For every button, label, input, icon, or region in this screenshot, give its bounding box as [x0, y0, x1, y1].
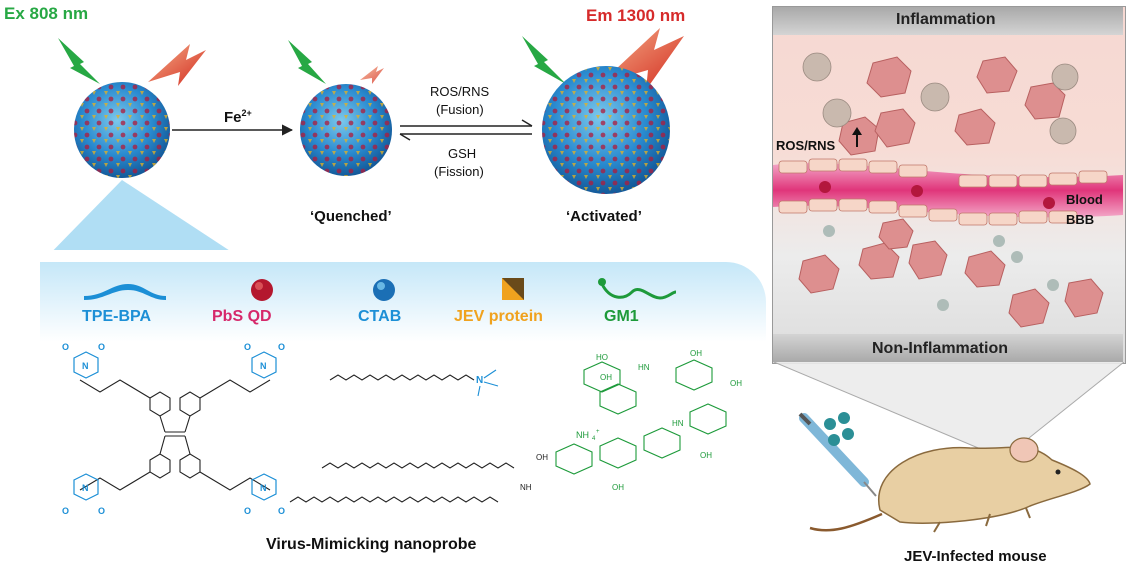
svg-text:HN: HN [672, 419, 684, 428]
ros-label: ROS/RNS [776, 138, 836, 153]
gm1-icon [600, 283, 677, 300]
fe-charge: 2+ [241, 108, 252, 118]
svg-text:HN: HN [638, 363, 650, 372]
svg-text:O: O [98, 506, 105, 516]
svg-text:N: N [260, 483, 267, 493]
blood-label: Blood [1066, 192, 1103, 207]
reverse-line1: GSH [448, 146, 477, 161]
legend-gm1: GM1 [604, 308, 639, 325]
activated-particle [542, 66, 670, 194]
svg-text:OH: OH [690, 349, 702, 358]
legend-icons [84, 278, 677, 301]
ctab-structure [329, 374, 475, 381]
bbb-label: BBB [1066, 212, 1095, 227]
endothelial-cells [778, 158, 1108, 226]
svg-text:O: O [278, 342, 285, 352]
syringe-icon [798, 412, 877, 497]
fe-text: Fe [224, 109, 242, 126]
svg-text:OH: OH [600, 373, 612, 382]
svg-text:OH: OH [612, 483, 624, 492]
component-panel [40, 262, 766, 342]
activated-label: ‘Activated’ [566, 208, 642, 225]
non-inflammation-footer [773, 334, 1123, 362]
svg-text:O: O [244, 506, 251, 516]
svg-text:O: O [62, 506, 69, 516]
mouse-caption: JEV-Infected mouse [904, 548, 1047, 565]
legend-tpe-bpa: TPE-BPA [82, 308, 152, 325]
gm1-structure [321, 462, 515, 469]
svg-text:HO: HO [596, 353, 608, 362]
mouse-icon [809, 437, 1091, 533]
inflammation-header [773, 7, 1123, 35]
svg-text:OH: OH [536, 453, 548, 462]
nanoprobe-dots [824, 412, 854, 446]
svg-text:N: N [82, 483, 89, 493]
nanoprobe-particle [74, 82, 170, 178]
svg-text:OH: OH [700, 451, 712, 460]
excitation-bolt-icon [58, 36, 566, 84]
svg-text:N: N [476, 375, 483, 386]
excitation-label: Ex 808 nm [4, 4, 89, 23]
legend-pbs-qd: PbS QD [212, 308, 272, 325]
quenched-particle [300, 84, 392, 176]
mouse-illustration [798, 412, 1091, 533]
tpe-bpa-structure [79, 379, 271, 491]
legend-jev-protein: JEV protein [454, 308, 543, 325]
emission-label: Em 1300 nm [586, 6, 686, 25]
forward-line1: ROS/RNS [430, 84, 490, 99]
inflammation-label: Inflammation [896, 11, 996, 28]
svg-text:NH: NH [576, 430, 589, 440]
ctab-icon [373, 279, 395, 301]
svg-text:+: + [596, 429, 600, 435]
brain-graphics [773, 52, 1123, 328]
reverse-line2: (Fission) [434, 164, 484, 179]
forward-line2: (Fusion) [436, 102, 484, 117]
svg-text:OH: OH [730, 379, 742, 388]
jev-protein-icon [502, 278, 524, 300]
scheme-graphics [53, 28, 684, 250]
svg-text:N: N [260, 361, 267, 371]
probe-caption: Virus-Mimicking nanoprobe [266, 536, 477, 553]
neuron-cells [798, 56, 1104, 328]
svg-text:4: 4 [592, 436, 596, 442]
non-inflammation-label: Non-Inflammation [872, 340, 1008, 357]
quenched-label: ‘Quenched’ [310, 208, 392, 225]
pbs-qd-icon [251, 279, 273, 301]
svg-text:N: N [82, 361, 89, 371]
svg-text:O: O [62, 342, 69, 352]
svg-text:O: O [244, 342, 251, 352]
svg-text:O: O [278, 506, 285, 516]
virus-particles [802, 52, 1079, 145]
svg-text:O: O [98, 342, 105, 352]
tpe-bpa-icon [84, 284, 166, 300]
svg-text:NH: NH [520, 483, 532, 492]
legend-ctab: CTAB [358, 308, 402, 325]
fe-label: Fe2+ [224, 108, 252, 126]
